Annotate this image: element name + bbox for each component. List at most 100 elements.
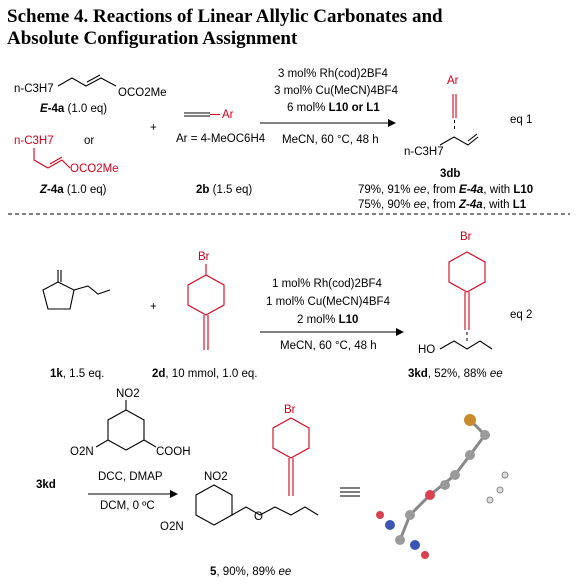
result1-from: , from xyxy=(426,184,456,196)
p3kd-chain xyxy=(439,340,493,350)
result2-ee: ee xyxy=(413,199,427,211)
or-text: or xyxy=(84,135,95,147)
eq2-condition-2: 1 mol% Cu(MeCN)4BF4 xyxy=(266,296,390,308)
eq2-cond3-ligand: L10 xyxy=(338,314,359,326)
product-3kd-ho: HO xyxy=(418,344,436,356)
result1-prefix: 79%, 91% xyxy=(358,184,411,196)
eq3-condition-1: DCC, DMAP xyxy=(98,471,163,483)
product-3kd-yield: , 52%, 88% xyxy=(427,368,487,380)
z4a-label-eq: (1.0 eq) xyxy=(66,184,107,196)
z4a-group: OCO2Me xyxy=(70,163,119,175)
aryl-2d-label-eq: , 10 mmol, 1.0 eq. xyxy=(165,368,258,380)
product-3kd-br: Br xyxy=(460,231,472,243)
eq1-condition-4: MeCN, 60 °C, 48 h xyxy=(282,134,379,146)
carbonate-label-eq: , 1.5 eq. xyxy=(62,368,105,380)
result2-ligand: L1 xyxy=(512,199,527,211)
arrow-eq3-head xyxy=(170,490,178,498)
e4a-group: OCO2Me xyxy=(118,87,167,99)
eq3-sm-label: 3kd xyxy=(36,478,56,492)
p5-br-ring xyxy=(272,417,310,459)
product-5-id: 5 xyxy=(210,566,217,578)
reagent-ring xyxy=(107,409,145,451)
product-5-br: Br xyxy=(284,404,296,416)
result1-ee: ee xyxy=(413,184,427,196)
product-3db-label: 3db xyxy=(440,167,460,181)
title-line-1: Scheme 4. Reactions of Linear Allylic Ca… xyxy=(7,6,443,27)
z4a-double-bond xyxy=(49,156,63,165)
result2-sm: Z-4a xyxy=(459,199,483,211)
eq1-result-2: 75%, 90% ee, from Z-4a, with L1 xyxy=(358,198,526,212)
eq2-condition-3: 2 mol% L10 xyxy=(297,313,358,327)
eq1-result-1: 79%, 91% ee, from E-4a, with L10 xyxy=(358,183,533,197)
result1-with: , with xyxy=(483,184,511,196)
eq1-cond3-l1: L1 xyxy=(366,102,380,114)
eq1-cond3-prefix: 6 mol% xyxy=(287,102,326,114)
z4a-substituent: n-C3H7 xyxy=(14,135,54,147)
eq1-cond3-l10: L10 xyxy=(328,102,349,114)
product-5-yield: , 90%, 89% xyxy=(216,566,276,578)
e4a-substituent: n-C3H7 xyxy=(14,83,54,95)
ar-definition: Ar = 4-MeOC6H4 xyxy=(176,133,266,145)
product-3db-ar: Ar xyxy=(447,75,459,87)
alkyne-label-eq: (1.5 eq) xyxy=(212,184,253,196)
product-5-o: O xyxy=(254,511,263,523)
reagent-cooh-bond xyxy=(143,439,157,448)
product-5-no2: NO2 xyxy=(204,471,228,483)
reagent-o2n-bond xyxy=(95,439,109,448)
result1-ligand: L10 xyxy=(513,184,534,196)
plus-eq1: + xyxy=(150,122,157,134)
alkyne-group: Ar xyxy=(222,109,234,121)
p3db-chain xyxy=(439,136,479,146)
crystal-structure xyxy=(376,414,509,559)
scheme-title: Scheme 4. Reactions of Linear Allylic Ca… xyxy=(7,6,572,50)
result1-sm: E-4a xyxy=(459,184,484,196)
eq1-condition-1: 3 mol% Rh(cod)2BF4 xyxy=(278,68,388,80)
z4a-chain xyxy=(33,148,71,169)
product-3db-substituent: n-C3H7 xyxy=(404,146,444,158)
z4a-label-id: -4a xyxy=(47,184,64,196)
aryl-2d-ring xyxy=(187,274,225,316)
alkyne-label: 2b (1.5 eq) xyxy=(196,183,252,197)
e4a-chain xyxy=(57,77,117,87)
p3kd-ring xyxy=(448,251,486,293)
eq2-label: eq 2 xyxy=(510,309,533,321)
p5-chain xyxy=(231,506,319,516)
e4a-label-prefix: E xyxy=(40,103,48,115)
eq2-condition-1: 1 mol% Rh(cod)2BF4 xyxy=(272,278,382,290)
product-5-ee: ee xyxy=(278,566,292,578)
title-line-2: Absolute Configuration Assignment xyxy=(7,28,298,49)
eq2-cond3-prefix: 2 mol% xyxy=(297,314,336,326)
reagent-o2n: O2N xyxy=(70,446,94,458)
e4a-double-bond xyxy=(86,74,101,83)
eq2-condition-4: MeCN, 60 °C, 48 h xyxy=(280,340,377,352)
carbonate-label: 1k, 1.5 eq. xyxy=(50,367,104,381)
plus-eq2: + xyxy=(150,301,157,313)
z4a-label: Z-4a (1.0 eq) xyxy=(40,183,107,197)
eq1-cond3-or: or xyxy=(351,102,364,114)
eq1-label: eq 1 xyxy=(510,114,533,126)
carbonate-ring xyxy=(42,281,75,310)
result2-prefix: 75%, 90% xyxy=(358,199,411,211)
product-3db-id: 3db xyxy=(440,168,461,180)
carbonate-vinyl xyxy=(73,285,111,295)
product-3kd-id: 3kd xyxy=(408,368,428,380)
eq3-sm-id: 3kd xyxy=(36,479,56,491)
arrow-eq1-head xyxy=(388,119,396,127)
eq3-condition-2: DCM, 0 ºC xyxy=(100,500,155,512)
product-5-o2n: O2N xyxy=(160,521,184,533)
product-3kd-label: 3kd, 52%, 88% ee xyxy=(408,367,503,381)
e4a-label-eq: (1.0 eq) xyxy=(67,103,108,115)
result2-from: , from xyxy=(426,199,456,211)
aryl-2d-br: Br xyxy=(198,251,210,263)
alkyne-label-id: 2b xyxy=(196,184,210,196)
reagent-no2: NO2 xyxy=(116,388,140,400)
aryl-2d-label-id: 2d xyxy=(152,368,166,380)
eq1-condition-3: 6 mol% L10 or L1 xyxy=(287,101,380,115)
result2-with: , with xyxy=(482,199,510,211)
product-5-label: 5, 90%, 89% ee xyxy=(210,565,291,579)
p3db-vinyl-db xyxy=(467,133,478,142)
p5-dn-ring xyxy=(195,484,233,526)
aryl-2d-label: 2d, 10 mmol, 1.0 eq. xyxy=(152,367,257,381)
